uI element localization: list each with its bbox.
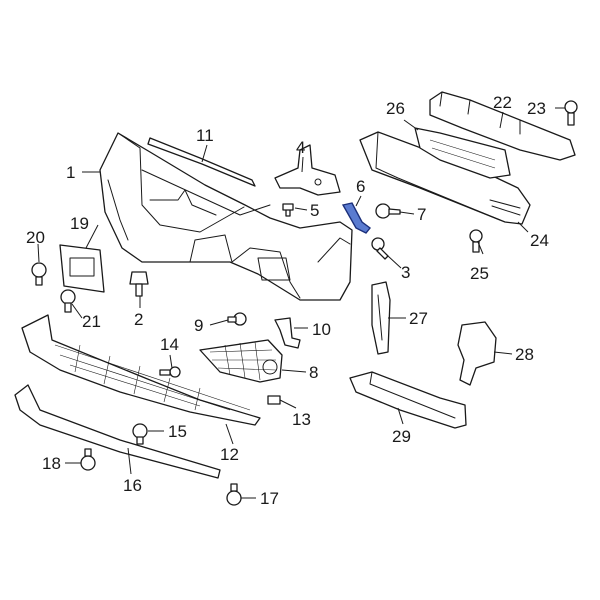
callout-labels: 1 2 3 4 5 6 7 8 9 10 11 12 13 14 15 16 1… [26, 93, 549, 508]
lower-grille[interactable] [21, 314, 261, 426]
bracket-10[interactable] [274, 317, 301, 349]
callout-16: 16 [123, 476, 142, 495]
lower-support[interactable] [414, 127, 511, 179]
callout-17: 17 [260, 489, 279, 508]
callout-28: 28 [515, 345, 534, 364]
callout-11: 11 [196, 126, 214, 145]
screw-21[interactable] [60, 289, 76, 313]
callout-21: 21 [82, 312, 101, 331]
callout-20: 20 [26, 228, 45, 247]
leader-lines [37, 107, 565, 499]
screw-3[interactable] [371, 237, 389, 260]
spacer-bracket-highlighted[interactable] [341, 202, 371, 234]
screw-20[interactable] [31, 262, 47, 286]
callout-18: 18 [42, 454, 61, 473]
callout-3: 3 [401, 263, 410, 282]
clip-15[interactable] [132, 423, 148, 445]
clip-5[interactable] [282, 203, 294, 217]
bumper-cover[interactable] [99, 132, 353, 301]
clip-13[interactable] [267, 395, 281, 405]
callout-29: 29 [392, 427, 411, 446]
clip-25[interactable] [469, 229, 483, 253]
upper-molding[interactable] [147, 137, 256, 187]
callout-26: 26 [386, 99, 405, 118]
screw-18[interactable] [80, 448, 96, 471]
screw-7[interactable] [375, 203, 401, 219]
callout-19: 19 [70, 214, 89, 233]
side-bracket-27[interactable] [371, 281, 391, 355]
callout-27: 27 [409, 309, 428, 328]
callout-6: 6 [356, 177, 365, 196]
lower-lip[interactable] [14, 384, 221, 479]
callout-24: 24 [530, 231, 549, 250]
callout-1: 1 [66, 163, 75, 182]
callout-7: 7 [417, 205, 426, 224]
license-bracket[interactable] [59, 244, 105, 293]
callout-15: 15 [168, 422, 187, 441]
clip-2[interactable] [129, 271, 149, 297]
callout-23: 23 [527, 99, 546, 118]
screw-17[interactable] [226, 483, 242, 506]
callout-10: 10 [312, 320, 331, 339]
upper-bracket[interactable] [274, 144, 341, 196]
bolt-23[interactable] [564, 100, 578, 126]
callout-12: 12 [220, 445, 239, 464]
side-bracket-28[interactable] [457, 321, 497, 386]
callout-9: 9 [194, 316, 203, 335]
callout-2: 2 [134, 310, 143, 329]
fog-grille[interactable] [199, 339, 283, 383]
lower-absorber[interactable] [349, 371, 467, 429]
callout-8: 8 [309, 363, 318, 382]
callout-5: 5 [310, 201, 319, 220]
callout-4: 4 [296, 138, 305, 157]
screw-9[interactable] [227, 312, 247, 326]
callout-25: 25 [470, 264, 489, 283]
callout-13: 13 [292, 410, 311, 429]
upper-beam[interactable] [429, 91, 576, 161]
callout-22: 22 [493, 93, 512, 112]
callout-14: 14 [160, 335, 179, 354]
screw-14[interactable] [159, 366, 181, 378]
